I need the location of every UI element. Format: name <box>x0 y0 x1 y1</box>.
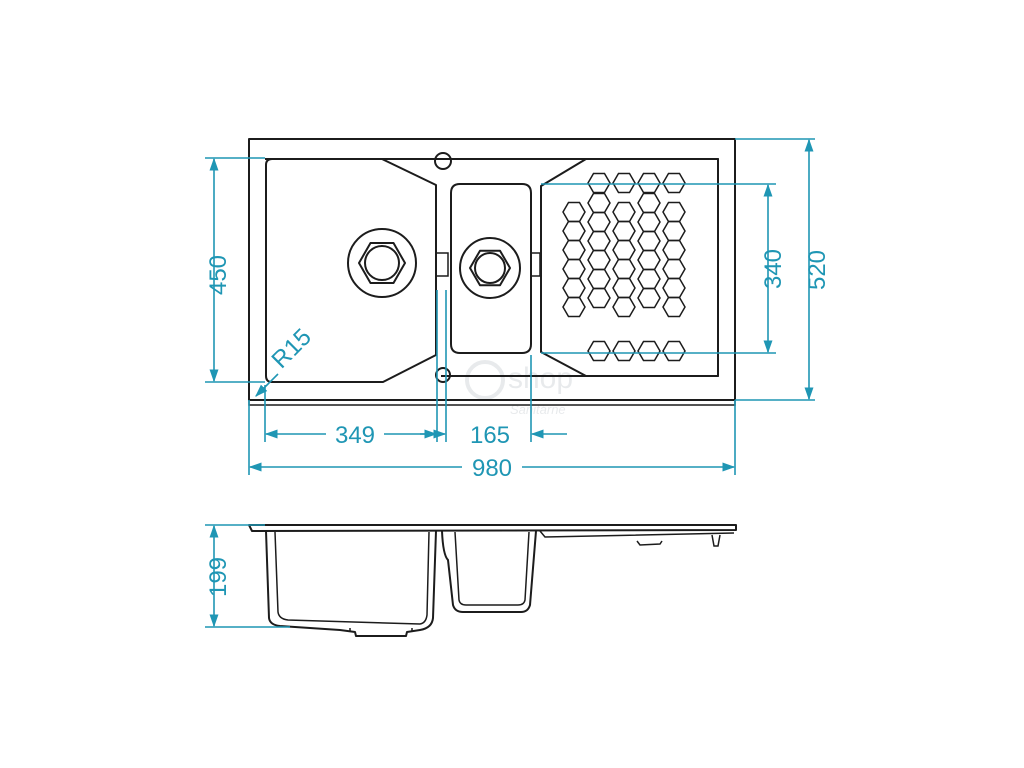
drainer-hex <box>637 192 661 214</box>
side-view <box>248 524 737 637</box>
drainer-hex <box>587 211 611 233</box>
drainer-hex <box>587 192 611 214</box>
side-main-bowl-inner <box>274 531 430 625</box>
sink-outer-frame <box>248 138 736 401</box>
drainer-hex <box>662 340 686 362</box>
dimension-980: 980 <box>472 455 512 482</box>
drainer-hex <box>562 277 586 299</box>
side-drain-marks <box>349 628 413 632</box>
side-drainer-nub <box>636 540 663 546</box>
tap-hole <box>434 152 452 170</box>
watermark: shop Sanitárne <box>465 360 573 417</box>
dimension-520: 520 <box>804 250 831 290</box>
dimension-450: 450 <box>205 255 232 295</box>
drainer-area <box>540 158 719 377</box>
drainer-hex <box>612 172 636 194</box>
drainer-hex <box>587 268 611 290</box>
top-view <box>248 138 736 406</box>
side-small-bowl-outer <box>441 530 537 613</box>
dimension-r15: R15 <box>267 324 317 374</box>
drainer-hex <box>612 277 636 299</box>
drainer-hex <box>612 296 636 318</box>
drainer-hex <box>612 340 636 362</box>
drainer-hex <box>637 230 661 252</box>
drainer-hex <box>637 211 661 233</box>
dimensions-top-view: 450 R15 520 340 349 165 980 <box>205 138 831 482</box>
drainer-connector <box>531 252 541 277</box>
dimension-349: 349 <box>335 422 375 449</box>
drainer-hex <box>637 249 661 271</box>
drainer-hex <box>562 258 586 280</box>
drainer-hex <box>562 239 586 261</box>
drainer-hex <box>637 172 661 194</box>
drainer-hex <box>612 258 636 280</box>
drainer-hex <box>612 201 636 223</box>
drainer-hex <box>637 287 661 309</box>
drainer-hex <box>612 220 636 242</box>
dimension-165: 165 <box>470 422 510 449</box>
drainer-hex <box>562 220 586 242</box>
overflow-connector <box>437 252 449 277</box>
drainer-hex-pattern <box>562 172 686 362</box>
drainer-hex <box>612 239 636 261</box>
drainer-hex <box>562 201 586 223</box>
side-rim <box>248 524 737 532</box>
drainer-hex <box>662 220 686 242</box>
drainer-hex <box>587 172 611 194</box>
drainer-hex <box>662 296 686 318</box>
drainer-hex <box>662 239 686 261</box>
drainer-hex <box>662 172 686 194</box>
side-main-bowl-outer <box>265 530 437 637</box>
drainer-hex <box>587 287 611 309</box>
side-drainer-tip <box>711 534 721 547</box>
drainer-hex <box>587 230 611 252</box>
drainer-hex <box>662 258 686 280</box>
small-bowl-outline <box>450 183 532 354</box>
drainer-hex <box>587 340 611 362</box>
side-drainer-slope <box>539 530 735 538</box>
drainer-hex <box>587 249 611 271</box>
dimensions-side-view: 199 <box>205 524 290 628</box>
drainer-hex <box>662 201 686 223</box>
dimension-199: 199 <box>205 557 232 597</box>
small-bowl-drain <box>459 237 521 299</box>
dimension-340: 340 <box>760 249 787 289</box>
main-bowl-drain <box>347 228 417 298</box>
main-bowl-outline <box>265 158 437 383</box>
drainer-hex <box>562 296 586 318</box>
drainer-hex <box>637 268 661 290</box>
side-small-bowl-inner <box>454 531 530 606</box>
watermark-brand: shop <box>508 362 573 395</box>
drainer-hex <box>662 277 686 299</box>
overflow-hole <box>435 367 451 383</box>
sink-inner-rim <box>265 158 719 377</box>
drainer-hex <box>637 340 661 362</box>
